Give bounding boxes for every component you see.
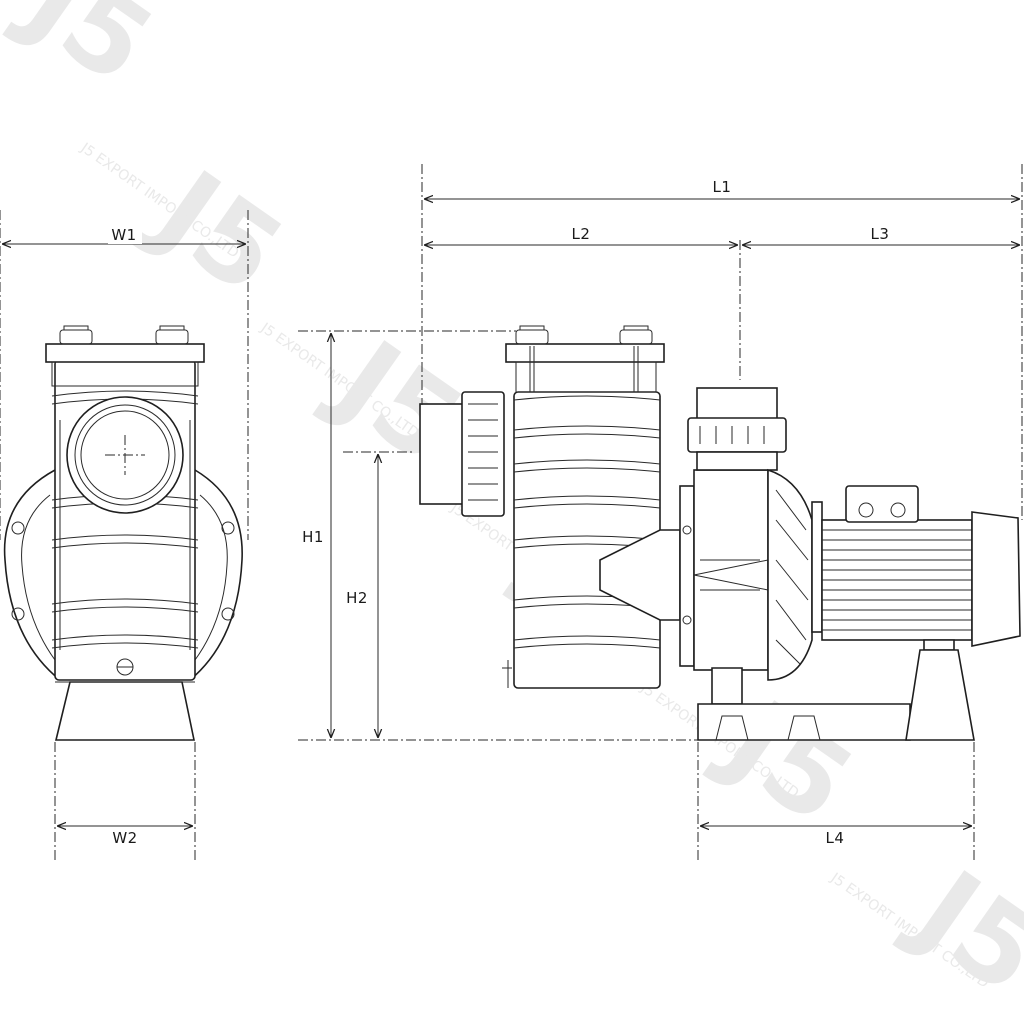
- pump-front-view: [3, 325, 243, 741]
- label-h1: H1: [302, 528, 324, 546]
- label-l1: L1: [713, 178, 732, 196]
- dimension-lines: [2, 199, 1020, 826]
- label-l3: L3: [871, 225, 890, 243]
- watermark-logo-0: J5: [0, 0, 175, 109]
- pump-side-view: [419, 325, 1021, 741]
- label-w2: W2: [112, 829, 137, 847]
- label-w1: W1: [111, 226, 136, 244]
- svg-text:J5: J5: [0, 0, 175, 109]
- label-l4: L4: [826, 829, 845, 847]
- dimension-labels: W1 W2 L1 L2 L3 L4 H1 H2: [108, 178, 889, 847]
- label-h2: H2: [346, 589, 368, 607]
- extension-lines: [0, 164, 1023, 862]
- label-l2: L2: [572, 225, 591, 243]
